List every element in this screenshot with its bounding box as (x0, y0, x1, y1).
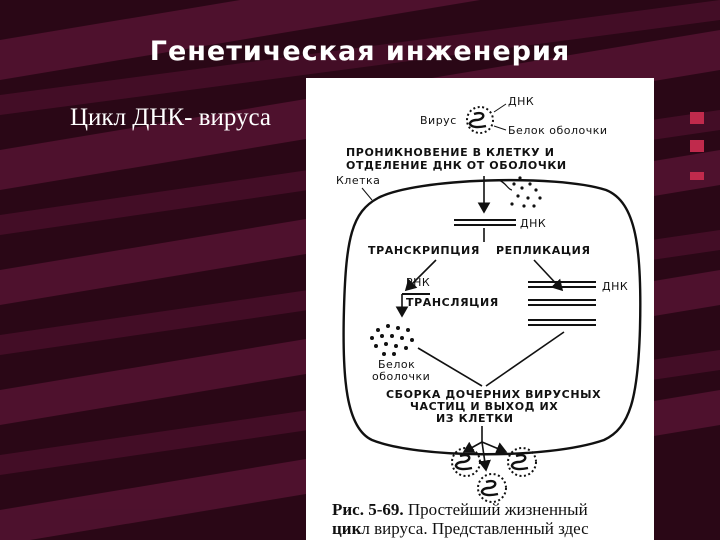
figure-caption-line1: Рис. 5-69. Простейший жизненный (332, 500, 588, 519)
label-virus: Вирус (420, 114, 457, 127)
figure-caption-line2: цикл вируса. Представленный здес (332, 519, 589, 538)
right-edge-marks (690, 112, 704, 180)
label-dna-top: ДНК (508, 95, 534, 108)
dna-copies (528, 281, 596, 326)
label-penetration-2: ОТДЕЛЕНИЕ ДНК ОТ ОБОЛОЧКИ (346, 159, 567, 172)
label-assembly-2: ЧАСТИЦ И ВЫХОД ИХ (410, 400, 558, 413)
label-assembly-3: ИЗ КЛЕТКИ (436, 412, 514, 425)
label-penetration-1: ПРОНИКНОВЕНИЕ В КЛЕТКУ И (346, 146, 555, 159)
label-transcription: ТРАНСКРИПЦИЯ (368, 244, 480, 257)
daughter-virus-3 (477, 473, 507, 503)
label-rna: РНК (406, 276, 430, 289)
label-translation: ТРАНСЛЯЦИЯ (406, 296, 499, 309)
label-cell: Клетка (336, 174, 380, 187)
label-dna-right: ДНК (602, 280, 628, 293)
virus-cycle-diagram: Вирус ДНК Белок оболочки ПРОНИКНОВЕНИЕ В… (332, 95, 642, 538)
label-coat-protein-1: Белок (378, 358, 415, 371)
slide-title: Генетическая инженерия (149, 36, 571, 67)
daughter-virus-2 (507, 447, 537, 477)
label-replication: РЕПЛИКАЦИЯ (496, 244, 591, 257)
coat-protein-cluster (370, 324, 414, 356)
virus-cycle-figure: Вирус ДНК Белок оболочки ПРОНИКНОВЕНИЕ В… (306, 78, 654, 540)
label-assembly-1: СБОРКА ДОЧЕРНИХ ВИРУСНЫХ (386, 388, 601, 401)
label-coat-protein-2: оболочки (372, 370, 430, 383)
label-coat-protein-top: Белок оболочки (508, 124, 608, 137)
virus-particle-top (466, 106, 494, 134)
slide-subtitle: Цикл ДНК- вируса (70, 104, 272, 131)
released-coat-proteins (510, 176, 542, 208)
daughter-virus-1 (451, 447, 481, 477)
cell-membrane (342, 178, 642, 456)
label-dna-mid: ДНК (520, 217, 546, 230)
dna-mid (454, 219, 516, 226)
